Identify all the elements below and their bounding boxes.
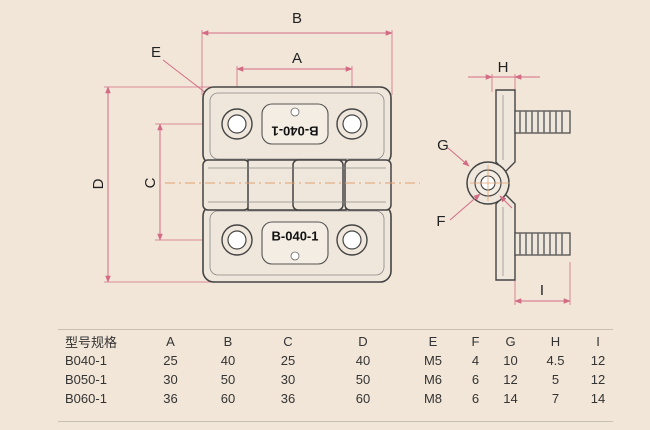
header-c: C — [283, 333, 293, 349]
table-cell: 6 — [471, 391, 480, 406]
table-cell: 4 — [471, 353, 480, 368]
table-cell: 4.5 — [546, 353, 565, 368]
table-cell: 25 — [280, 353, 296, 368]
cell-model: B040-1 — [65, 353, 107, 368]
table-cell: 30 — [280, 372, 296, 387]
table-cell: 36 — [280, 391, 296, 406]
table-cell: 10 — [503, 353, 518, 368]
table-bottom-rule — [58, 421, 613, 422]
table-row: B040-1 25 40 25 40 M5 4 10 4.5 12 — [58, 351, 613, 370]
side-upper-plate — [495, 89, 516, 174]
header-f: F — [471, 333, 480, 349]
part-mark-upper: B-040-1 — [272, 124, 319, 139]
hinge-technical-drawing: B-040-1 B-040-1 B A D C E H I — [90, 10, 571, 305]
hole-lower-right — [336, 224, 368, 256]
table-cell: M5 — [423, 353, 443, 368]
spec-table: 型号规格 A B C D E F G H I B040-1 25 40 25 4… — [58, 331, 613, 408]
header-model: 型号规格 — [65, 334, 118, 350]
header-h: H — [550, 333, 561, 349]
table-cell: M6 — [423, 372, 443, 387]
table-cell: 50 — [355, 372, 371, 387]
hole-upper-left — [221, 108, 253, 140]
table-cell: 14 — [503, 391, 518, 406]
table-cell: 50 — [220, 372, 236, 387]
table-cell: M8 — [423, 391, 443, 406]
table-cell: 40 — [220, 353, 236, 368]
table-top-rule — [58, 329, 613, 330]
side-screw-lower — [514, 232, 571, 256]
header-i: I — [596, 333, 600, 349]
table-row: B050-1 30 50 30 50 M6 6 12 5 12 — [58, 370, 613, 389]
table-cell: 60 — [355, 391, 371, 406]
table-cell: 14 — [590, 391, 606, 406]
front-view: B-040-1 B-040-1 B A D C E — [90, 10, 420, 283]
dimension-f-leader — [449, 193, 481, 221]
hinge-knuckle-right — [344, 159, 392, 211]
label-c: C — [142, 177, 159, 188]
label-f: F — [436, 213, 445, 230]
table-cell: 12 — [503, 372, 518, 387]
cell-model: B050-1 — [65, 372, 107, 387]
header-a: A — [166, 333, 175, 349]
header-g: G — [505, 333, 516, 349]
table-cell: 5 — [551, 372, 560, 387]
table-cell: 25 — [163, 353, 178, 368]
label-a: A — [292, 50, 302, 67]
label-i: I — [540, 282, 544, 299]
table-cell: 12 — [590, 372, 606, 387]
label-e: E — [151, 44, 161, 61]
header-b: B — [223, 333, 233, 349]
side-screw-upper — [514, 110, 571, 134]
side-view: H I G F — [436, 59, 571, 305]
header-e: E — [428, 333, 438, 349]
table-cell: 12 — [590, 353, 606, 368]
table-cell: 60 — [220, 391, 236, 406]
hole-upper-right — [336, 108, 368, 140]
label-d: D — [90, 178, 107, 189]
side-lower-plate — [495, 192, 516, 281]
part-mark-lower: B-040-1 — [272, 228, 319, 243]
spec-table-header: 型号规格 A B C D E F G H I — [58, 331, 613, 351]
dimension-g-leader — [447, 147, 470, 167]
label-b: B — [292, 10, 302, 27]
hinge-knuckle-left — [202, 159, 250, 211]
table-cell: 30 — [163, 372, 178, 387]
table-cell: 7 — [551, 391, 560, 406]
table-cell: 36 — [163, 391, 178, 406]
hole-lower-left — [221, 224, 253, 256]
label-g: G — [437, 137, 449, 154]
table-row: B060-1 36 60 36 60 M8 6 14 7 14 — [58, 389, 613, 408]
table-cell: 6 — [471, 372, 480, 387]
label-h: H — [498, 59, 509, 76]
cell-model: B060-1 — [65, 391, 107, 406]
header-d: D — [358, 333, 368, 349]
table-cell: 40 — [355, 353, 371, 368]
